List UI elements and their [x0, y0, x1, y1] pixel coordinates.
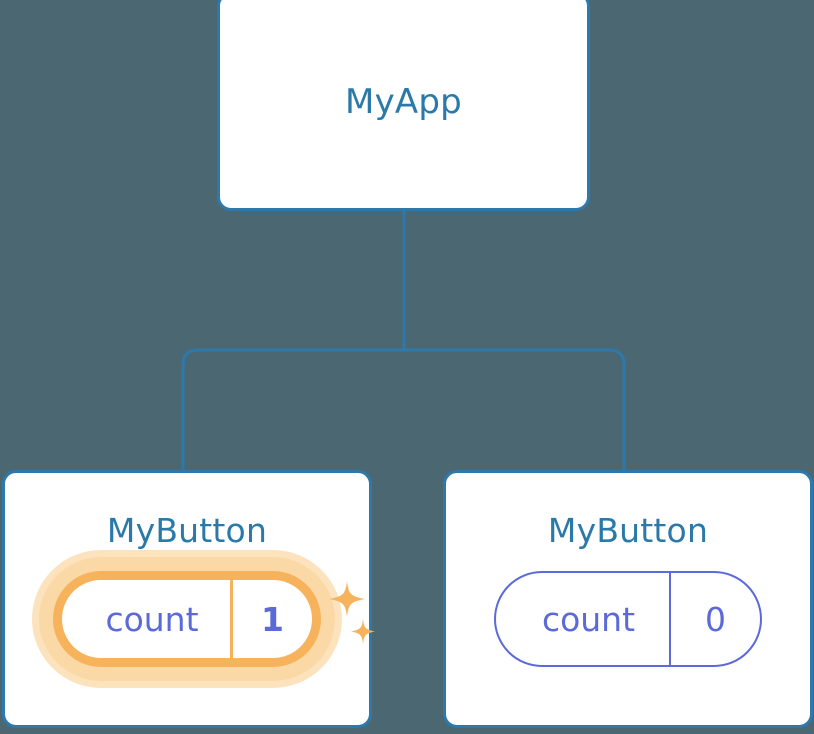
state-key-label-1: count	[105, 599, 199, 639]
state-pill-wrapper-1: count 1	[32, 550, 375, 688]
state-pill-divider-2	[669, 573, 671, 665]
state-key-label-2: count	[541, 599, 636, 639]
state-value-label-2: 0	[705, 599, 726, 639]
state-value-label-1: 1	[261, 599, 284, 639]
node-mybutton-1[interactable]: MyButton count 1	[2, 470, 375, 728]
connector-branch-left	[181, 348, 406, 472]
connector-branch-right	[402, 348, 626, 472]
node-myapp[interactable]: MyApp	[217, 0, 590, 211]
node-mybutton-1-title: MyButton	[106, 511, 268, 550]
node-myapp-title: MyApp	[345, 81, 462, 122]
sparkle-icon-small	[351, 619, 375, 644]
node-mybutton-2[interactable]: MyButton count 0	[443, 470, 813, 728]
state-pill-wrapper-2: count 0	[494, 571, 762, 667]
state-pill-count-1[interactable]: count 1	[53, 571, 321, 667]
state-pill-count-2[interactable]: count 0	[494, 571, 762, 667]
state-pill-divider-1	[230, 580, 233, 658]
node-mybutton-2-title: MyButton	[547, 511, 709, 550]
